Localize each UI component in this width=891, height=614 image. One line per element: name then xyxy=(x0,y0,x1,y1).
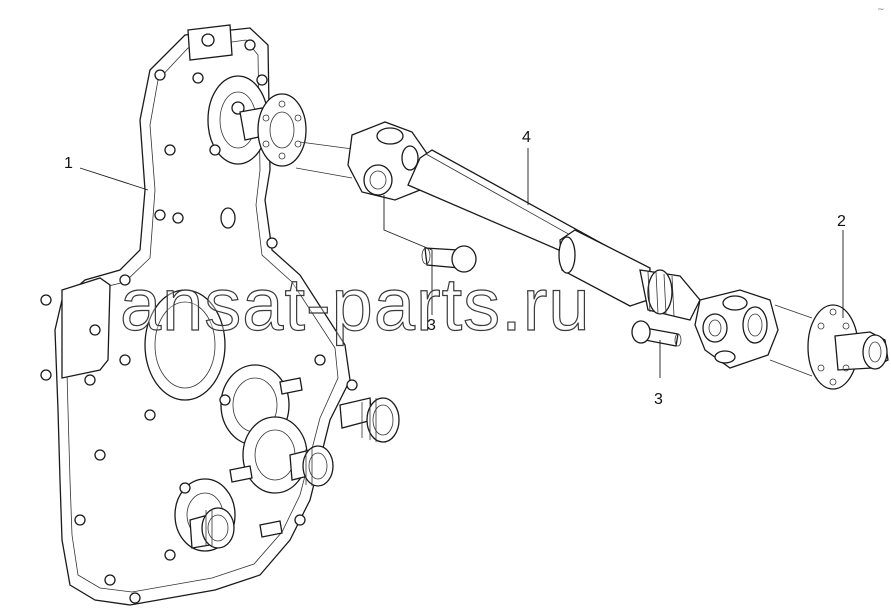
companion-flange xyxy=(807,304,889,390)
leader-lines xyxy=(79,148,844,378)
bolt-lower xyxy=(631,320,682,347)
gearbox-housing xyxy=(40,24,400,606)
bolt-upper xyxy=(421,245,477,273)
housing-bolts xyxy=(74,39,358,604)
cardan-shaft xyxy=(347,121,779,369)
housing-flange xyxy=(239,93,307,167)
watermark-text: ansat-parts.ru xyxy=(120,263,591,346)
part-label-4: 4 xyxy=(522,129,531,146)
part-label-3-upper: 3 xyxy=(427,317,436,334)
output-shaft-upper xyxy=(339,397,400,443)
corner-mark: ~ xyxy=(877,5,885,15)
output-shaft-lower xyxy=(189,507,235,549)
part-label-1: 1 xyxy=(64,155,73,172)
part-label-2: 2 xyxy=(837,213,846,230)
output-shaft-middle xyxy=(289,445,334,487)
part-label-3-lower: 3 xyxy=(654,391,663,408)
